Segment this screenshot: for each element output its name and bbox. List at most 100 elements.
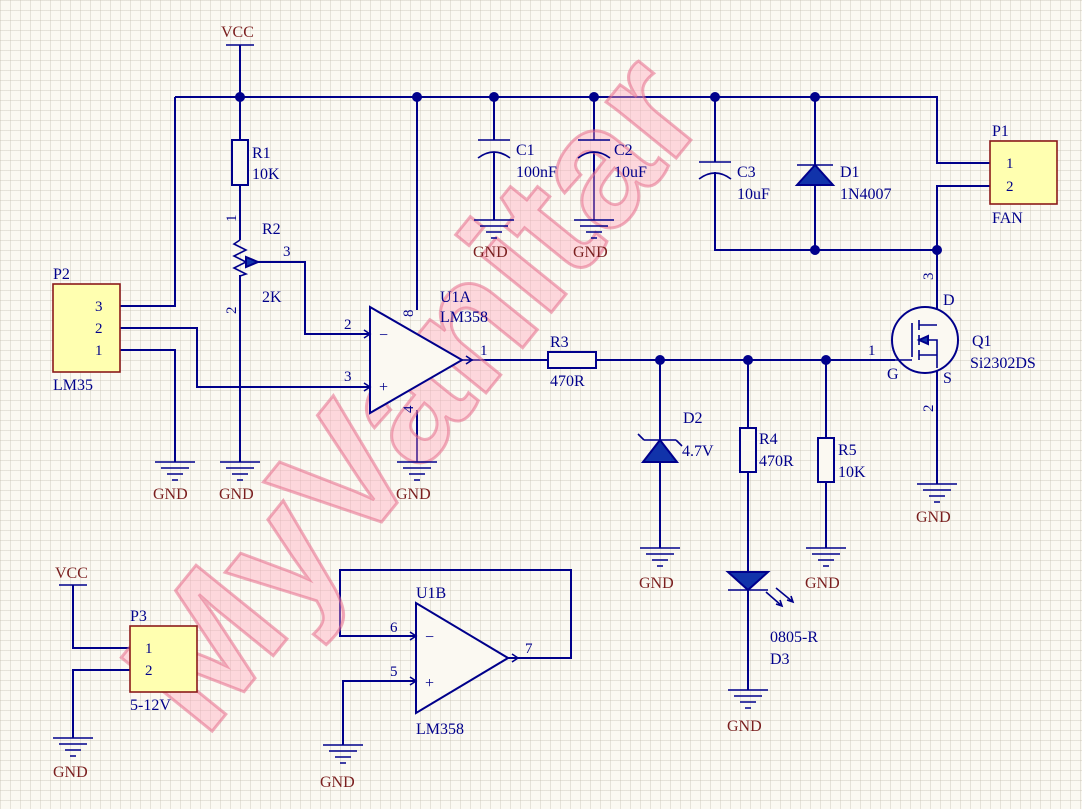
- q1-gate-label: G: [887, 366, 899, 383]
- p1-pin1: 1: [1006, 156, 1014, 172]
- r4-ref: R4: [759, 431, 778, 448]
- gnd-label: GND: [473, 244, 508, 261]
- connector-p3[interactable]: P3 1 2 5-12V: [129, 608, 198, 714]
- p3-value: 5-12V: [130, 697, 171, 714]
- d3-ref: D3: [770, 651, 790, 668]
- gnd-symbol: GND: [573, 219, 614, 261]
- gnd-symbol: GND: [805, 547, 846, 592]
- u1b-plus-sign: +: [425, 675, 434, 692]
- gnd-symbols: GND GND GND GND GND GND GND GND GND GND …: [53, 219, 957, 791]
- wires: [72, 45, 990, 745]
- gnd-label: GND: [805, 575, 840, 592]
- gnd-symbol: GND: [53, 737, 93, 781]
- u1a-pin1: 1: [480, 343, 488, 359]
- gnd-label: GND: [320, 774, 355, 791]
- gnd-symbol: GND: [320, 744, 363, 791]
- resistor-r4[interactable]: R4 470R: [739, 427, 794, 473]
- d1-value: 1N4007: [840, 186, 892, 203]
- zener-diode-d2[interactable]: D2 4.7V: [637, 410, 714, 463]
- u1b-value: LM358: [416, 721, 464, 738]
- gnd-symbol: GND: [639, 547, 680, 592]
- p2-pin1: 1: [95, 343, 103, 359]
- d1-ref: D1: [840, 164, 860, 181]
- u1b-minus-sign: −: [425, 629, 434, 646]
- r3-ref: R3: [550, 334, 569, 351]
- q1-pin2: 2: [921, 405, 937, 413]
- p1-pin2: 2: [1006, 179, 1014, 195]
- u1a-ref: U1A: [440, 289, 472, 306]
- u1a-pin8: 8: [401, 310, 417, 318]
- p2-ref: P2: [53, 266, 70, 283]
- junction-dots: [235, 92, 942, 365]
- u1b-pin5: 5: [390, 664, 398, 680]
- p3-ref: P3: [130, 608, 147, 625]
- capacitor-c3[interactable]: C3 10uF: [698, 161, 770, 203]
- capacitor-c2[interactable]: C2 10uF: [577, 139, 647, 181]
- r3-value: 470R: [550, 373, 585, 390]
- gnd-label: GND: [219, 486, 254, 503]
- r2-pin2: 2: [224, 307, 240, 315]
- u1a-pin3: 3: [344, 369, 352, 385]
- capacitor-c1[interactable]: C1 100nF: [477, 139, 557, 181]
- u1a-minus-sign: −: [379, 327, 388, 344]
- gnd-symbol: GND: [396, 461, 437, 503]
- u1b-ref: U1B: [416, 585, 446, 602]
- gnd-symbol: GND: [727, 689, 768, 735]
- q1-drain-label: D: [943, 292, 955, 309]
- gnd-label: GND: [396, 486, 431, 503]
- c3-value: 10uF: [737, 186, 770, 203]
- r1-ref: R1: [252, 145, 271, 162]
- r2-pin1: 1: [224, 215, 240, 223]
- c1-ref: C1: [516, 142, 535, 159]
- gnd-symbol: GND: [153, 461, 195, 503]
- opamp-u1b[interactable]: − + 6 5 7 U1B LM358: [390, 585, 533, 738]
- gnd-label: GND: [573, 244, 608, 261]
- u1a-pin4: 4: [401, 405, 417, 413]
- gnd-label: GND: [727, 718, 762, 735]
- c3-ref: C3: [737, 164, 756, 181]
- p3-pin1: 1: [145, 641, 153, 657]
- d3-value: 0805-R: [770, 629, 818, 646]
- vcc-label: VCC: [221, 24, 254, 41]
- gnd-symbol: GND: [219, 461, 260, 503]
- diode-d1[interactable]: D1 1N4007: [794, 163, 892, 203]
- connector-p1[interactable]: P1 1 2 FAN: [989, 123, 1058, 227]
- r2-ref: R2: [262, 221, 281, 238]
- r1-value: 10K: [252, 166, 280, 183]
- p2-pin3: 3: [95, 299, 103, 315]
- resistor-r5[interactable]: R5 10K: [817, 437, 866, 483]
- gnd-label: GND: [916, 509, 951, 526]
- p3-pin2: 2: [145, 663, 153, 679]
- c2-ref: C2: [614, 142, 633, 159]
- mosfet-q1[interactable]: 1 3 2 G D S Q1 Si2302DS: [868, 273, 1036, 413]
- u1a-plus-sign: +: [379, 379, 388, 396]
- r4-value: 470R: [759, 453, 794, 470]
- opamp-u1a[interactable]: − + 2 3 8 4 1 U1A LM358: [344, 289, 488, 415]
- led-d3[interactable]: 0805-R D3: [725, 571, 818, 668]
- gnd-label: GND: [639, 575, 674, 592]
- u1a-pin2: 2: [344, 317, 352, 333]
- d2-value: 4.7V: [682, 443, 714, 460]
- vcc-label: VCC: [55, 565, 88, 582]
- u1b-pin7: 7: [525, 641, 533, 657]
- p1-ref: P1: [992, 123, 1009, 140]
- potentiometer-r2[interactable]: R2 2K 1 2 3: [224, 215, 291, 315]
- c2-value: 10uF: [614, 164, 647, 181]
- resistor-r3[interactable]: R3 470R: [547, 334, 597, 390]
- p2-pin2: 2: [95, 321, 103, 337]
- r5-value: 10K: [838, 464, 866, 481]
- q1-pin3: 3: [921, 273, 937, 281]
- d2-ref: D2: [683, 410, 703, 427]
- vcc-symbol: VCC: [221, 24, 254, 46]
- gnd-symbol: GND: [473, 219, 514, 261]
- gnd-label: GND: [153, 486, 188, 503]
- p1-value: FAN: [992, 210, 1023, 227]
- r2-pin3: 3: [283, 244, 291, 260]
- u1a-value: LM358: [440, 309, 488, 326]
- connector-p2[interactable]: P2 3 2 1 LM35: [52, 266, 121, 394]
- c1-value: 100nF: [516, 164, 557, 181]
- u1b-pin6: 6: [390, 620, 398, 636]
- resistor-r1[interactable]: R1 10K: [231, 139, 280, 186]
